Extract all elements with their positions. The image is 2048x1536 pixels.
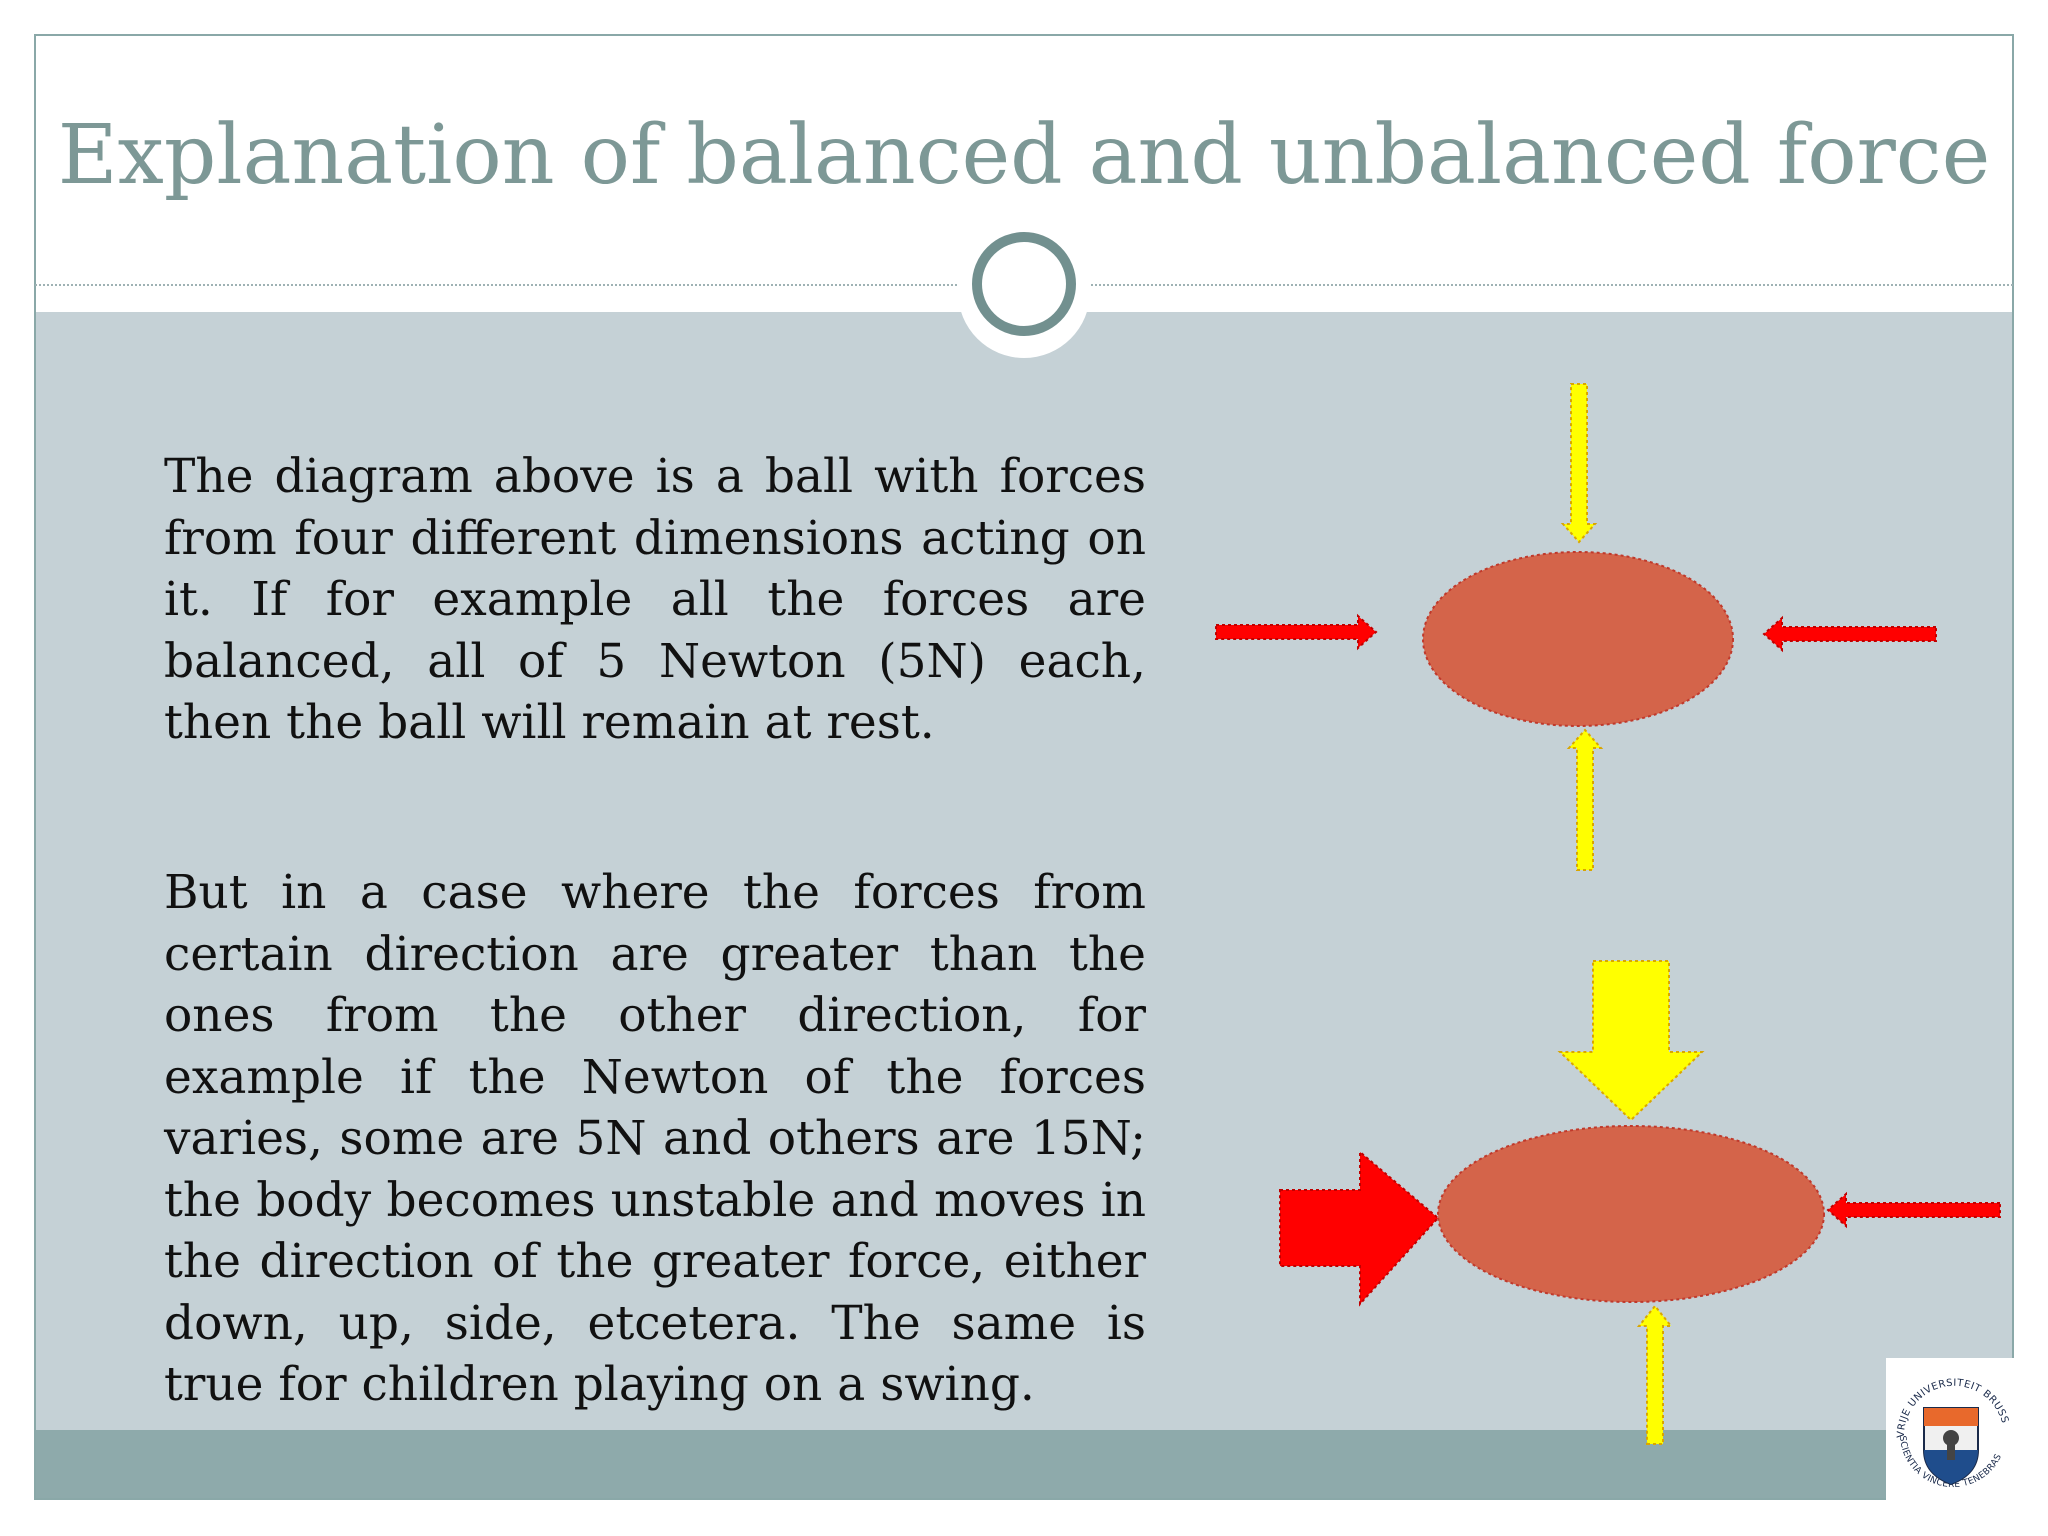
slide-frame bbox=[34, 34, 2014, 1500]
arrow-right-thin bbox=[1762, 615, 1937, 653]
paragraph-balanced: The diagram above is a ball with forces … bbox=[164, 449, 1146, 750]
unbalanced-force-diagram bbox=[1279, 960, 2001, 1445]
slide-title: Explanation of balanced and unbalanced f… bbox=[57, 108, 1991, 203]
university-logo: VRIJE UNIVERSITEIT BRUSSEL SCIENTIA VINC… bbox=[1883, 1350, 2016, 1500]
ball-unbalanced bbox=[1437, 1125, 1825, 1303]
arrow-left-thin bbox=[1215, 613, 1378, 651]
arrow-left-thick bbox=[1279, 1149, 1440, 1307]
footer-band bbox=[35, 1430, 2013, 1499]
arrow-right-thin-2 bbox=[1826, 1191, 2001, 1229]
ring-ornament bbox=[972, 232, 1076, 336]
balanced-force-diagram bbox=[1215, 383, 1937, 871]
arrow-bottom-thin-2 bbox=[1636, 1304, 1674, 1445]
ball-balanced bbox=[1422, 551, 1734, 727]
arrow-top-thin bbox=[1560, 383, 1598, 544]
university-seal: VRIJE UNIVERSITEIT BRUSSEL SCIENTIA VINC… bbox=[1883, 1350, 2010, 1490]
paragraph-unbalanced: But in a case where the forces from cert… bbox=[164, 865, 1146, 1412]
arrow-bottom-thin bbox=[1566, 728, 1604, 871]
arrow-top-thick bbox=[1557, 960, 1705, 1122]
